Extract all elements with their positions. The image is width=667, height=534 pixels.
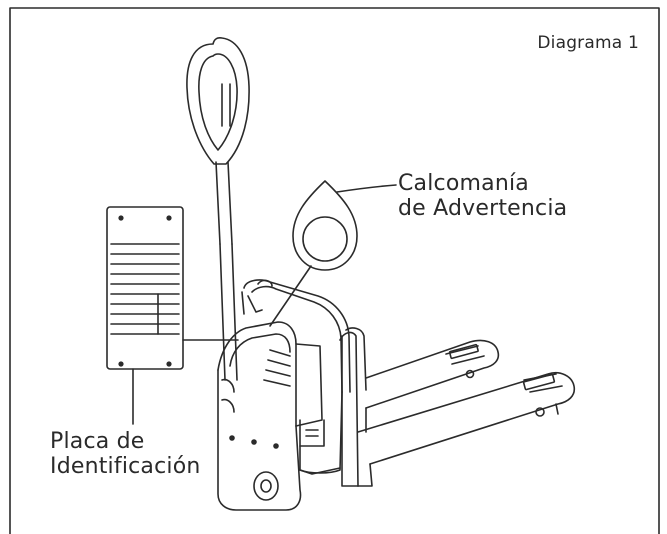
warning-decal-label-line2: de Advertencia — [398, 195, 568, 221]
warning-decal-drawing — [292, 180, 358, 271]
diagram-title: Diagrama 1 — [537, 33, 639, 53]
id-plate-label-line2: Identificación — [50, 453, 201, 479]
frame-border — [9, 7, 660, 534]
warning-decal-label-line1: Calcomanía — [398, 171, 529, 196]
id-plate-drawing — [106, 206, 184, 370]
id-plate-label-line1: Placa de — [50, 429, 145, 454]
warning-decal-label: Calcomanía de Advertencia — [398, 171, 568, 221]
pallet-truck-drawing — [186, 37, 576, 511]
id-plate-label: Placa de Identificación — [50, 429, 201, 479]
warning-decal-leader-to-label — [336, 184, 397, 193]
warning-decal-leader-to-truck — [269, 265, 312, 327]
